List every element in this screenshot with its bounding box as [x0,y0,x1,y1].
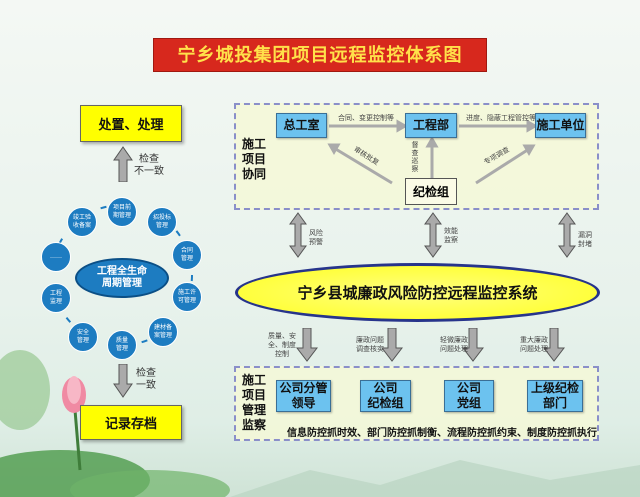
up-arrow-icon [113,146,133,182]
node-contract: 合同管理 [172,240,202,270]
down-label-quality: 质量、安全、制度控制 [268,332,296,358]
archive-box: 记录存档 [80,405,182,440]
double-arrow-icon [424,212,442,258]
box-company-leader: 公司分管领导 [276,380,331,412]
down-label-investigate: 廉政问题调查核实 [356,336,384,353]
check-mismatch-label: 检查不一致 [134,154,164,177]
down-arrow-icon [381,328,403,362]
mountain-decoration [230,460,640,497]
link-label-loophole: 漏洞封堵 [578,231,592,248]
control-principles: 信息防控抓时效、部门防控抓制衡、流程防控抓约束、制度防控抓执行 [287,428,597,439]
down-arrow-icon [543,328,565,362]
box-superior-discipline: 上级纪检部门 [527,380,583,412]
node-safety: 安全管理 [68,322,98,352]
node-quality: 质量管理 [107,330,137,360]
link-label-risk: 风险预警 [309,229,323,246]
arrow-label-contract: 合同、变更控制等 [338,114,394,122]
lotus-decoration [0,350,230,497]
down-arrow-icon [296,328,318,362]
box-company-discipline: 公司纪检组 [360,380,411,412]
box-party-group: 公司党组 [444,380,494,412]
lifecycle-center: 工程全生命周期管理 [75,258,169,298]
node-supervision: 工程监理 [41,283,71,313]
supervision-label: 施工项目管理监察 [242,373,267,432]
monitoring-system: 宁乡县城廉政风险防控远程监控系统 [235,263,600,322]
engineering-dept: 工程部 [405,113,457,138]
check-match-label: 检查一致 [136,368,156,391]
node-bidding: 招投标管理 [147,207,177,237]
node-ellipsis: …… [41,242,71,272]
link-label-efficiency: 效能监察 [444,227,458,244]
node-permit: 施工许可管理 [172,282,202,312]
node-pre-project: 项目前期管理 [107,197,137,227]
page-title: 宁乡城投集团项目远程监控体系图 [153,38,487,72]
collaboration-label: 施工项目协同 [242,137,267,181]
arrow-label-inspection: 督查巡察 [411,141,419,173]
down-arrow-icon [462,328,484,362]
chief-engineer-office: 总工室 [276,113,327,138]
down-arrow-icon [113,364,133,398]
node-acceptance: 竣工验收备案 [67,207,97,237]
arrow-label-progress: 进度、隐蔽工程管控等 [466,114,536,122]
collaboration-arrows [327,119,539,185]
discipline-group: 纪检组 [405,178,457,205]
double-arrow-icon [558,212,576,258]
double-arrow-icon [289,212,307,258]
down-label-major: 重大廉政问题处理 [520,336,548,353]
dispose-box: 处置、处理 [80,105,182,142]
cycle-arrows [51,204,193,346]
down-label-minor: 轻微廉政问题处理 [440,336,468,353]
node-materials: 建材备案管理 [148,317,178,347]
construction-unit: 施工单位 [535,113,586,138]
